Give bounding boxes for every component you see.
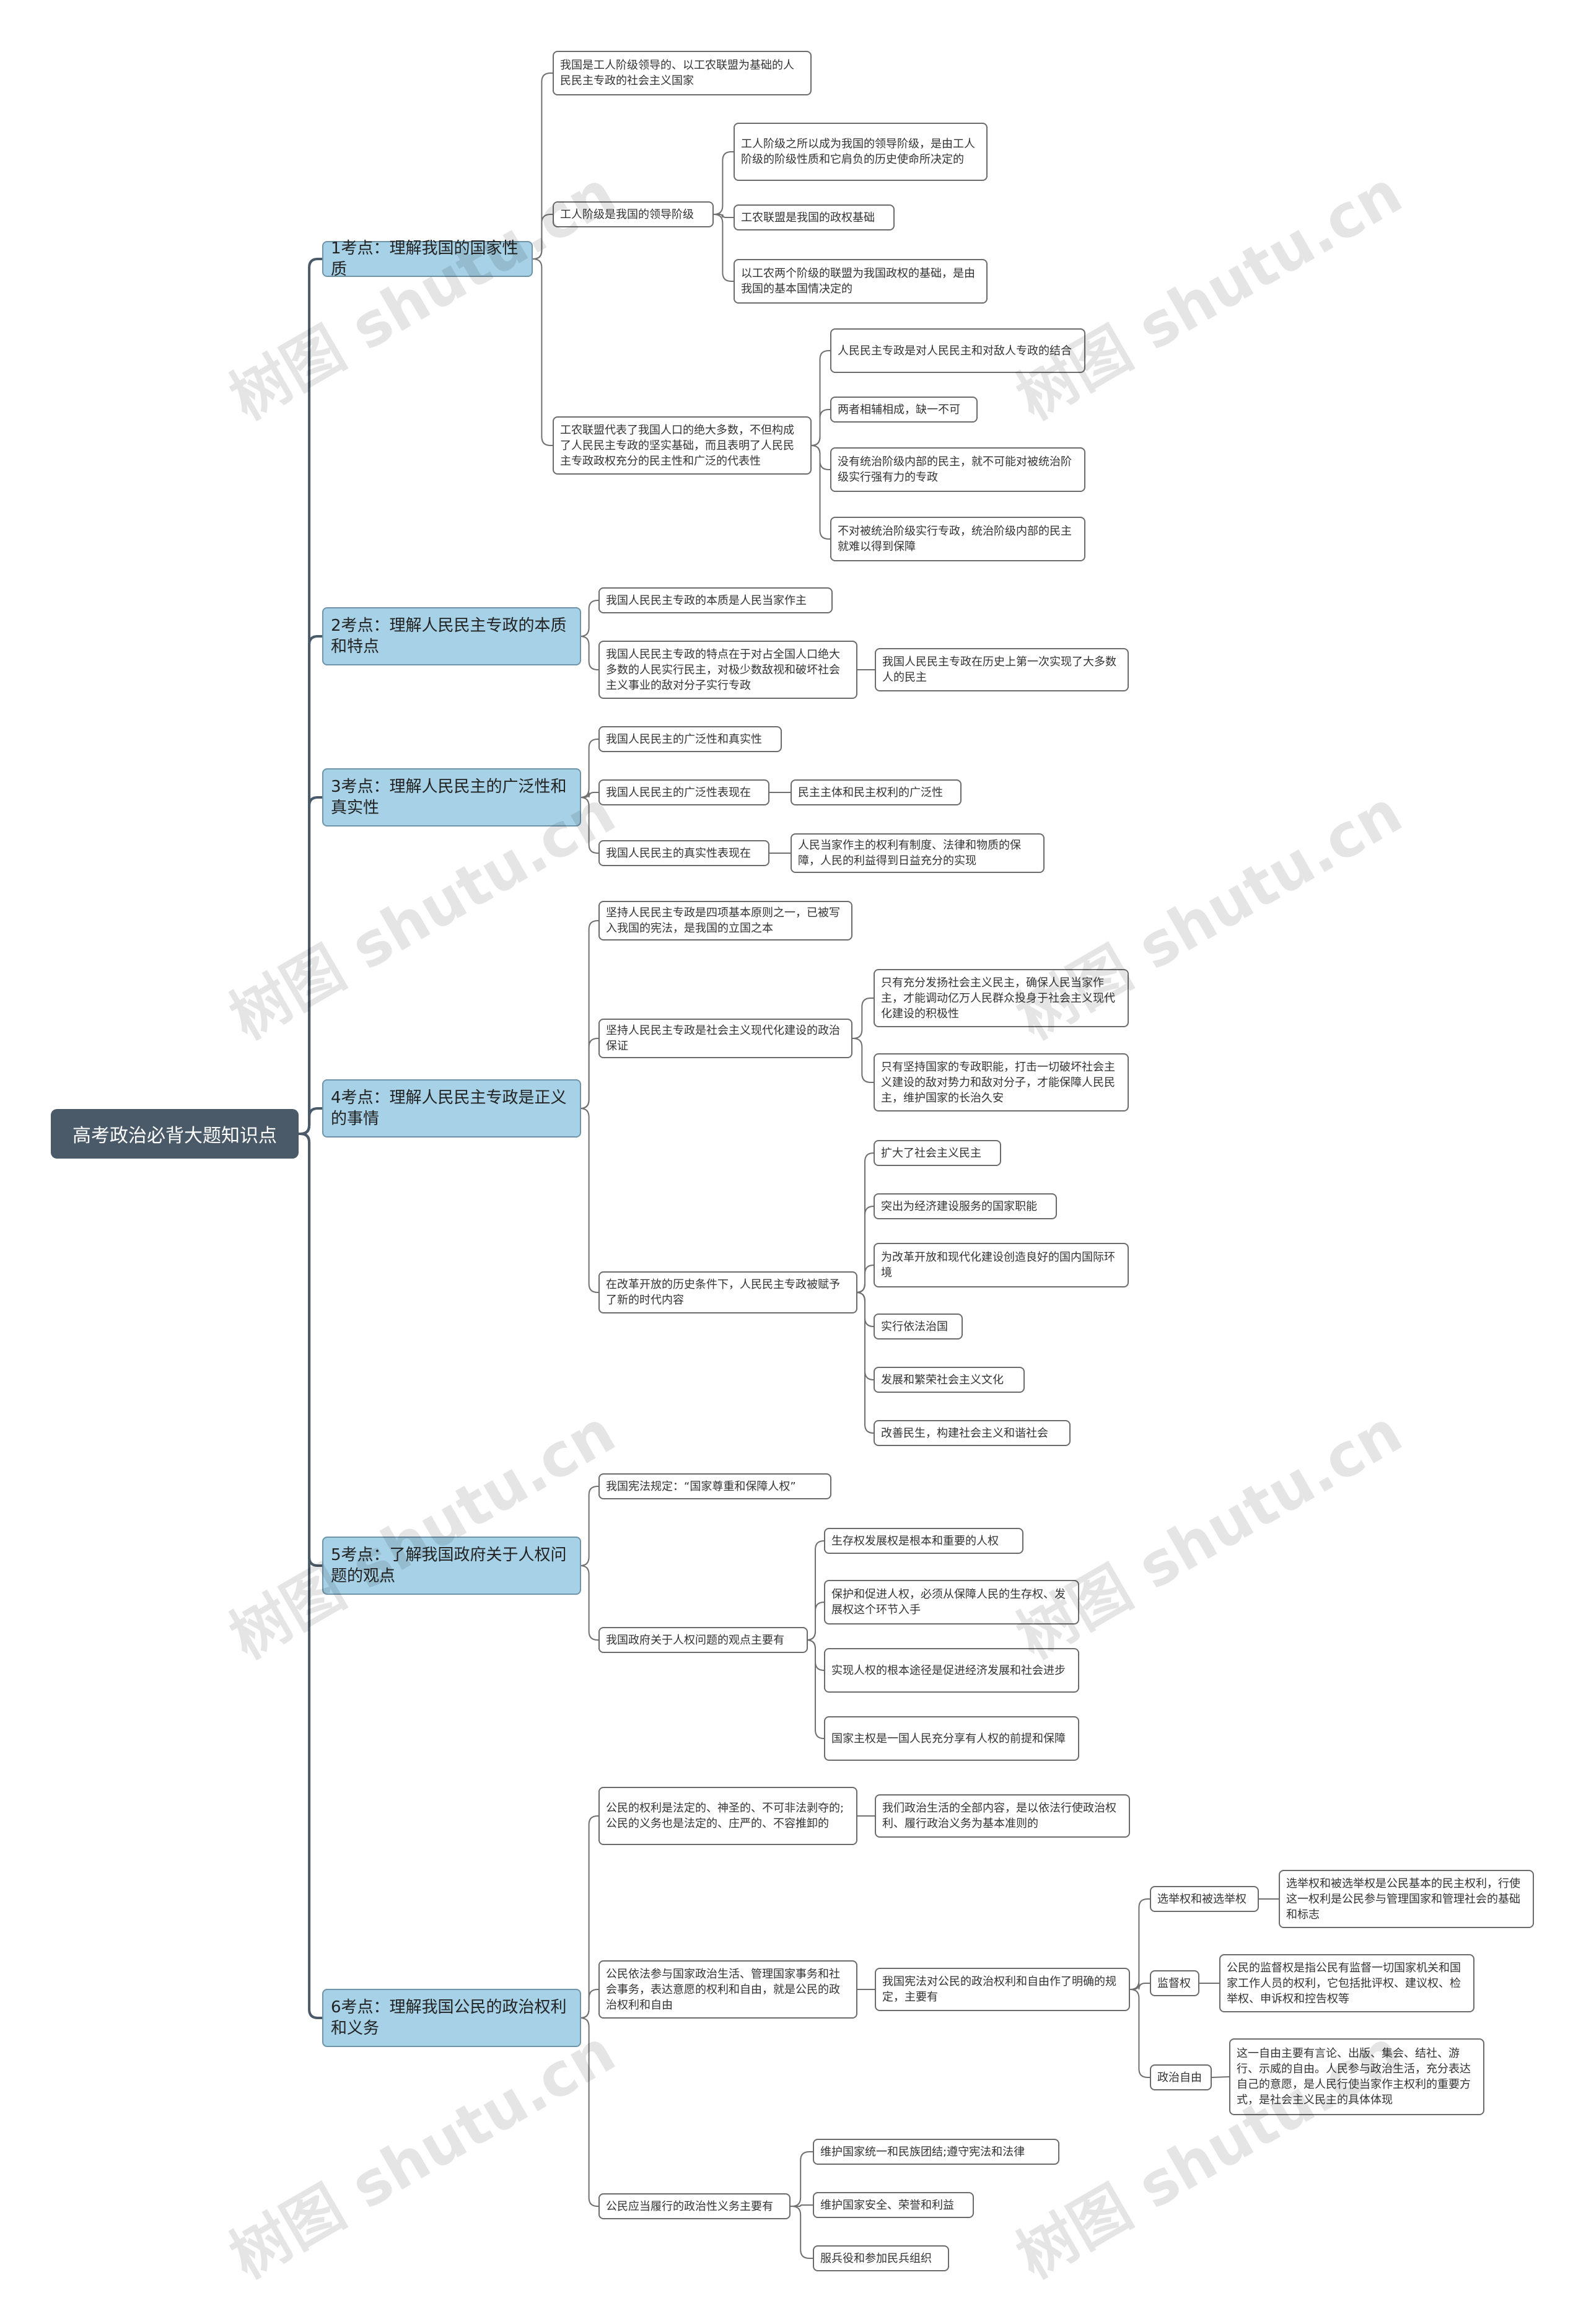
node-6-2-1-2-1[interactable]: 公民的监督权是指公民有监督一切国家机关和国家工作人员的权利，它包括批评权、建议权… bbox=[1219, 1954, 1474, 2012]
node-4-3-3[interactable]: 为改革开放和现代化建设创造良好的国内国际环境 bbox=[874, 1243, 1129, 1287]
topic-1[interactable]: 1考点：理解我国的国家性质 bbox=[322, 239, 533, 279]
node-1-1[interactable]: 我国是工人阶级领导的、以工农联盟为基础的人民民主专政的社会主义国家 bbox=[553, 51, 812, 95]
node-1-2-2[interactable]: 工农联盟是我国的政权基础 bbox=[734, 204, 895, 230]
node-4-2-2[interactable]: 只有坚持国家的专政职能，打击一切破坏社会主义建设的敌对势力和敌对分子，才能保障人… bbox=[874, 1053, 1129, 1112]
node-3-2-1[interactable]: 民主主体和民主权利的广泛性 bbox=[791, 779, 962, 805]
node-6-2-1-3-1[interactable]: 这一自由主要有言论、出版、集会、结社、游行、示威的自由。人民参与政治生活，充分表… bbox=[1229, 2038, 1484, 2115]
topic-3[interactable]: 3考点：理解人民民主的广泛性和真实性 bbox=[322, 768, 581, 827]
node-5-1[interactable]: 我国宪法规定：“国家尊重和保障人权” bbox=[598, 1473, 831, 1499]
node-6-2-1-1-1[interactable]: 选举权和被选举权是公民基本的民主权利，行使这一权利是公民参与管理国家和管理社会的… bbox=[1279, 1870, 1534, 1928]
topic-4[interactable]: 4考点：理解人民民主专政是正义的事情 bbox=[322, 1079, 581, 1138]
node-6-3[interactable]: 公民应当履行的政治性义务主要有 bbox=[598, 2193, 791, 2219]
node-4-3-6[interactable]: 改善民生，构建社会主义和谐社会 bbox=[874, 1420, 1071, 1446]
node-4-1[interactable]: 坚持人民民主专政是四项基本原则之一，已被写入我国的宪法，是我国的立国之本 bbox=[598, 901, 852, 941]
node-5-2-1[interactable]: 生存权发展权是根本和重要的人权 bbox=[824, 1528, 1023, 1554]
node-6-2-1-1[interactable]: 选举权和被选举权 bbox=[1150, 1886, 1259, 1912]
node-1-3-1[interactable]: 人民民主专政是对人民民主和对敌人专政的结合 bbox=[830, 328, 1085, 373]
node-5-2-2[interactable]: 保护和促进人权，必须从保障人民的生存权、发展权这个环节入手 bbox=[824, 1580, 1079, 1625]
node-3-1[interactable]: 我国人民民主的广泛性和真实性 bbox=[598, 726, 782, 752]
node-1-2-3[interactable]: 以工农两个阶级的联盟为我国政权的基础，是由我国的基本国情决定的 bbox=[734, 259, 988, 304]
node-1-2[interactable]: 工人阶级是我国的领导阶级 bbox=[553, 201, 714, 227]
node-4-3-5[interactable]: 发展和繁荣社会主义文化 bbox=[874, 1367, 1025, 1393]
node-5-2-4[interactable]: 国家主权是一国人民充分享有人权的前提和保障 bbox=[824, 1716, 1079, 1761]
node-1-3[interactable]: 工农联盟代表了我国人口的绝大多数，不但构成了人民民主专政的坚实基础，而且表明了人… bbox=[553, 416, 812, 475]
node-6-2-1-2[interactable]: 监督权 bbox=[1150, 1970, 1199, 1996]
node-6-2[interactable]: 公民依法参与国家政治生活、管理国家事务和社会事务，表达意愿的权利和自由，就是公民… bbox=[598, 1960, 857, 2019]
node-6-3-3[interactable]: 服兵役和参加民兵组织 bbox=[813, 2245, 949, 2271]
node-6-3-2[interactable]: 维护国家安全、荣誉和利益 bbox=[813, 2192, 974, 2218]
node-5-2[interactable]: 我国政府关于人权问题的观点主要有 bbox=[598, 1627, 808, 1653]
node-2-2-1[interactable]: 我国人民民主专政在历史上第一次实现了大多数人的民主 bbox=[875, 648, 1129, 691]
topic-2[interactable]: 2考点：理解人民民主专政的本质和特点 bbox=[322, 607, 581, 665]
node-6-3-1[interactable]: 维护国家统一和民族团结;遵守宪法和法律 bbox=[813, 2139, 1059, 2165]
node-4-3[interactable]: 在改革开放的历史条件下，人民民主专政被赋予了新的时代内容 bbox=[598, 1271, 857, 1313]
node-3-3[interactable]: 我国人民民主的真实性表现在 bbox=[598, 840, 769, 866]
node-1-3-2[interactable]: 两者相辅相成，缺一不可 bbox=[830, 397, 978, 423]
topic-6[interactable]: 6考点：理解我国公民的政治权利和义务 bbox=[322, 1989, 581, 2047]
node-4-3-2[interactable]: 突出为经济建设服务的国家职能 bbox=[874, 1193, 1057, 1219]
node-3-2[interactable]: 我国人民民主的广泛性表现在 bbox=[598, 779, 769, 805]
node-1-3-4[interactable]: 不对被统治阶级实行专政，统治阶级内部的民主就难以得到保障 bbox=[830, 517, 1085, 561]
node-1-3-3[interactable]: 没有统治阶级内部的民主，就不可能对被统治阶级实行强有力的专政 bbox=[830, 447, 1085, 492]
node-6-1-1[interactable]: 我们政治生活的全部内容，是以依法行使政治权利、履行政治义务为基本准则的 bbox=[875, 1794, 1130, 1838]
node-2-1[interactable]: 我国人民民主专政的本质是人民当家作主 bbox=[598, 587, 833, 613]
node-4-3-1[interactable]: 扩大了社会主义民主 bbox=[874, 1140, 1001, 1166]
root-node[interactable]: 高考政治必背大题知识点 bbox=[51, 1109, 299, 1159]
node-6-2-1[interactable]: 我国宪法对公民的政治权利和自由作了明确的规定，主要有 bbox=[875, 1968, 1130, 2011]
node-6-2-1-3[interactable]: 政治自由 bbox=[1150, 2064, 1212, 2090]
node-1-2-1[interactable]: 工人阶级之所以成为我国的领导阶级，是由工人阶级的阶级性质和它肩负的历史使命所决定… bbox=[734, 123, 988, 181]
node-3-3-1[interactable]: 人民当家作主的权利有制度、法律和物质的保障，人民的利益得到日益充分的实现 bbox=[791, 833, 1045, 873]
node-4-3-4[interactable]: 实行依法治国 bbox=[874, 1313, 963, 1340]
node-2-2[interactable]: 我国人民民主专政的特点在于对占全国人口绝大多数的人民实行民主，对极少数敌视和破坏… bbox=[598, 641, 857, 699]
node-5-2-3[interactable]: 实现人权的根本途径是促进经济发展和社会进步 bbox=[824, 1648, 1079, 1693]
node-6-1[interactable]: 公民的权利是法定的、神圣的、不可非法剥夺的;公民的义务也是法定的、庄严的、不容推… bbox=[598, 1787, 857, 1845]
node-4-2[interactable]: 坚持人民民主专政是社会主义现代化建设的政治保证 bbox=[598, 1019, 852, 1058]
topic-5[interactable]: 5考点：了解我国政府关于人权问题的观点 bbox=[322, 1537, 581, 1595]
node-4-2-1[interactable]: 只有充分发扬社会主义民主，确保人民当家作主，才能调动亿万人民群众投身于社会主义现… bbox=[874, 969, 1129, 1027]
